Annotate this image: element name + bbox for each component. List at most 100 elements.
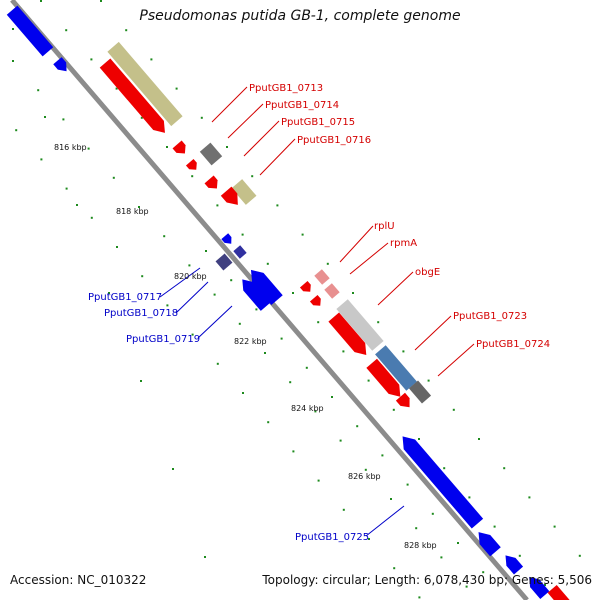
leader-0717 (159, 267, 201, 298)
genome-summary-text: Topology: circular; Length: 6,078,430 bp… (262, 573, 592, 587)
tick-dot-78 (292, 450, 295, 453)
tick-dot-26 (578, 554, 581, 557)
tick-dot-73 (166, 304, 169, 307)
tick-dot-52 (191, 175, 194, 178)
tick-dot-49 (115, 87, 118, 90)
tick-dot-22 (478, 438, 480, 440)
gene-label-rpmA[interactable]: rpmA (390, 238, 417, 249)
leader-0719 (197, 305, 233, 339)
gene-label-0725[interactable]: PputGB1_0725 (295, 532, 369, 543)
gene-label-0716[interactable]: PputGB1_0716 (297, 135, 371, 146)
tick-dot-92 (406, 483, 409, 486)
gene-labels: PputGB1_0713 PputGB1_0714 PputGB1_0715 P… (88, 83, 550, 543)
leader-0714 (227, 103, 264, 139)
gene-reverse-0712b (53, 57, 67, 72)
gene-0728-shape (529, 576, 550, 600)
tick-dot-55 (266, 262, 269, 265)
gene-0716a (185, 158, 197, 170)
gene-0716b (204, 175, 218, 189)
tick-dot-77 (267, 421, 270, 424)
tick-dot-9 (150, 58, 153, 61)
tick-dot-28 (37, 89, 40, 92)
tick-dot-71 (116, 246, 118, 248)
gene-reverse-0712 (6, 5, 54, 57)
gene-label-obgE[interactable]: obgE (415, 267, 440, 278)
tick-dot-53 (216, 204, 219, 207)
leader-0718 (175, 281, 209, 314)
gene-0713 (99, 58, 165, 133)
gene-0718 (215, 253, 233, 271)
tick-dot-13 (251, 175, 254, 178)
tick-label-816: 816 kbp (54, 143, 87, 152)
tick-label-822: 822 kbp (234, 337, 267, 346)
gene-label-0713[interactable]: PputGB1_0713 (249, 83, 323, 94)
gene-label-rplU[interactable]: rplU (374, 221, 395, 232)
gene-0725 (402, 436, 484, 529)
gene-0717 (221, 233, 232, 244)
gene-0727-shape (505, 555, 524, 575)
tick-dot-25 (553, 525, 556, 528)
gene-0715-shape (199, 142, 223, 166)
tick-dot-31 (112, 176, 115, 179)
gene-rrna-block (107, 41, 183, 127)
gene-0723-blue (375, 345, 417, 391)
tick-dot-85 (230, 279, 233, 282)
tick-dot-94 (457, 542, 459, 544)
gene-label-0723[interactable]: PputGB1_0723 (453, 311, 527, 322)
gene-0717b-shape (233, 245, 247, 259)
tick-dot-34 (188, 264, 191, 267)
gene-0724-grey (408, 380, 432, 404)
gene-0725-shape (402, 436, 484, 529)
tick-dot-50 (140, 116, 143, 119)
gene-0714 (172, 140, 186, 154)
tick-dot-86 (255, 308, 258, 311)
gene-label-0719[interactable]: PputGB1_0719 (126, 334, 200, 345)
gene-rplU-fwd (299, 280, 311, 292)
gene-0718-shape (215, 253, 233, 271)
tick-dot-37 (264, 352, 266, 354)
gene-0729-shape (547, 584, 573, 600)
leader-0723 (414, 315, 452, 351)
map-title: Pseudomonas putida GB-1, complete genome (139, 8, 461, 24)
tick-dot-24 (528, 496, 531, 499)
tick-dot-54 (241, 233, 244, 236)
gene-label-0715[interactable]: PputGB1_0715 (281, 117, 355, 128)
tick-dot-6 (204, 556, 206, 558)
gene-0723-shape (366, 358, 401, 397)
tick-dot-42 (390, 498, 392, 500)
gene-0719b (242, 279, 271, 311)
gene-0724-shape (395, 392, 410, 408)
gene-rrna-small (231, 179, 257, 205)
tick-dot-33 (163, 235, 166, 238)
tick-dot-70 (90, 216, 93, 219)
gene-features (6, 5, 573, 600)
leader-0725 (365, 505, 405, 537)
tick-labels: 816 kbp 818 kbp 820 kbp 822 kbp 824 kbp … (54, 143, 437, 550)
gene-obgE-grey (336, 299, 384, 351)
gene-0719a-shape (250, 269, 283, 306)
gene-label-0718[interactable]: PputGB1_0718 (104, 308, 178, 319)
tick-dot-72 (141, 275, 144, 278)
gene-0724-grey-shape (408, 380, 432, 404)
tick-dot-61 (418, 438, 420, 440)
gene-label-0714[interactable]: PputGB1_0714 (265, 100, 339, 111)
tick-dot-5 (172, 468, 174, 470)
gene-reverse-0712-shape (6, 5, 54, 57)
leader-0724 (437, 343, 475, 377)
tick-dot-88 (305, 366, 308, 369)
gene-0723 (366, 358, 401, 397)
tick-dot-60 (392, 408, 395, 411)
tick-dot-30 (87, 147, 90, 150)
tick-dot-67 (15, 129, 18, 132)
tick-dot-90 (356, 425, 359, 428)
tick-dot-15 (301, 233, 304, 236)
gene-label-0724[interactable]: PputGB1_0724 (476, 339, 550, 350)
tick-dot-29 (62, 118, 65, 121)
tick-dot-95 (482, 571, 485, 574)
gene-0713-shape (99, 58, 165, 133)
tick-dot-62 (443, 467, 446, 470)
tick-label-820: 820 kbp (174, 272, 207, 281)
gene-label-0717[interactable]: PputGB1_0717 (88, 292, 162, 303)
tick-dot-68 (40, 158, 43, 161)
tick-dot-75 (216, 362, 219, 365)
